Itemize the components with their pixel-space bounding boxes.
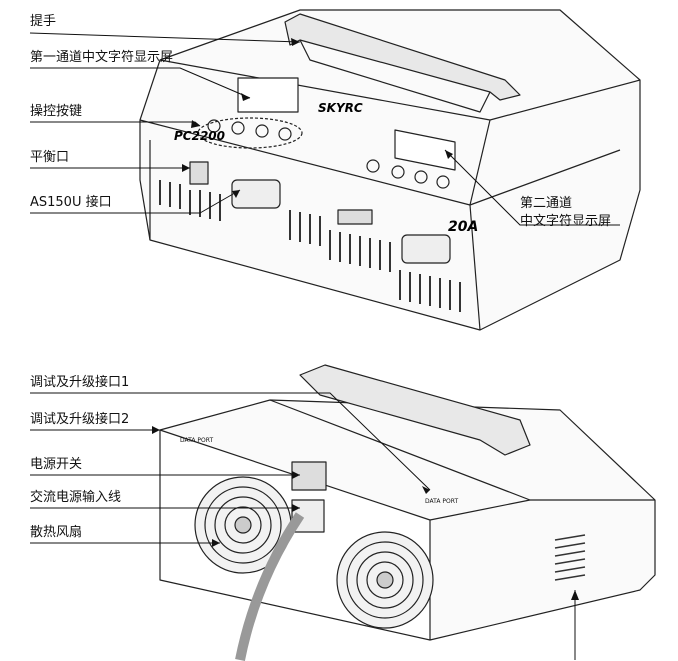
leader-ch2-display <box>444 149 620 226</box>
label-debug2: 调试及升级接口2 <box>30 412 130 427</box>
label-handle: 提手 <box>30 14 57 29</box>
leader-handle <box>29 32 301 43</box>
label-as150u: AS150U 接口 <box>30 195 112 210</box>
ac-cable <box>235 512 305 661</box>
as150u-port-1 <box>231 179 281 209</box>
data-port-label-1: DATA PORT <box>425 498 459 505</box>
label-fan: 散热风扇 <box>30 525 83 540</box>
leader-as150u <box>30 189 241 214</box>
label-control-keys: 操控按键 <box>30 104 83 119</box>
ch1-display <box>237 77 299 113</box>
current-label: 20A <box>448 219 478 235</box>
label-debug1: 调试及升级接口1 <box>30 375 130 390</box>
balance-port <box>189 161 209 185</box>
label-balance-port: 平衡口 <box>30 150 70 165</box>
fan-icon <box>194 476 292 574</box>
fan-icon <box>336 531 434 629</box>
handle-icon <box>299 364 531 456</box>
label-ch2-display-2: 中文字符显示屏 <box>520 214 612 229</box>
rear-device-body <box>159 399 656 641</box>
label-power-switch: 电源开关 <box>30 457 83 472</box>
as150u-port-2 <box>401 234 451 264</box>
control-keys-outline <box>197 117 303 149</box>
power-switch-icon <box>291 461 327 491</box>
label-ch1-display: 第一通道中文字符显示屏 <box>30 50 174 65</box>
leader-control-keys <box>30 121 201 127</box>
leader-ch1-display <box>30 67 251 99</box>
brand-logo: SKYRC <box>318 101 363 115</box>
label-ac-input: 交流电源输入线 <box>30 490 122 505</box>
label-ch2-display-1: 第二通道 <box>520 196 573 211</box>
ch2-display <box>394 129 456 171</box>
leader-debug1 <box>30 392 431 491</box>
data-port-label-2: DATA PORT <box>180 437 214 444</box>
model-label: PC2200 <box>174 129 225 143</box>
